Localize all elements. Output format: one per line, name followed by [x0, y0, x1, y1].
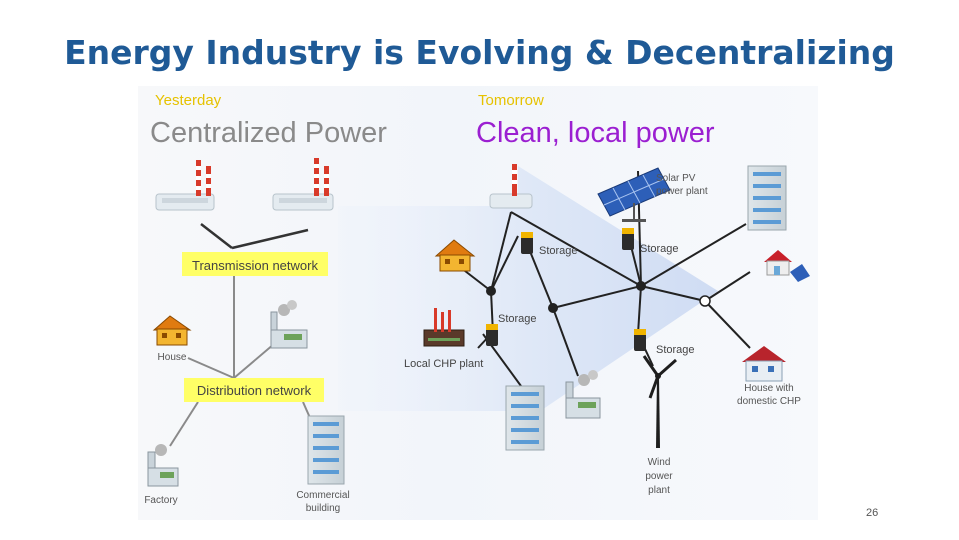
storage-label: Storage	[539, 245, 578, 257]
transmission-network-highlight	[182, 252, 328, 276]
centralized-heading: Centralized Power	[150, 117, 387, 149]
factory-icon	[147, 444, 179, 487]
commercial-building-icon	[307, 415, 345, 485]
battery-icon	[521, 232, 533, 254]
network-node	[548, 303, 558, 313]
house-chp-icon	[742, 346, 786, 382]
distribution-network-highlight	[184, 378, 324, 402]
battery-icon	[486, 324, 498, 346]
house-icon	[434, 239, 476, 272]
house-icon	[152, 315, 192, 346]
commercial-building-label: Commercial building	[296, 490, 350, 514]
power-plant-icon	[272, 158, 334, 211]
storage-label: Storage	[498, 313, 537, 325]
network-node	[486, 286, 496, 296]
yesterday-network-lines	[200, 223, 309, 250]
power-plant-icon	[155, 160, 215, 211]
local-chp-label: Local CHP plant	[404, 358, 483, 370]
house-label: House	[158, 352, 187, 363]
solar-pv-label: Solar PV power plant	[656, 173, 708, 197]
yesterday-label: Yesterday	[155, 92, 222, 109]
clean-power-heading: Clean, local power	[476, 117, 715, 149]
page-number: 26	[866, 507, 879, 519]
office-building-icon	[505, 385, 545, 451]
house-domestic-chp-label: House with domestic CHP	[737, 383, 801, 407]
factory-label: Factory	[144, 495, 177, 506]
network-node	[636, 281, 646, 291]
office-building-icon	[747, 165, 787, 231]
transmission-network-label: Transmission network	[192, 258, 318, 273]
energy-diagram: Yesterday Centralized Power T	[138, 86, 818, 520]
slide-title: Energy Industry is Evolving & Decentrali…	[64, 33, 895, 72]
distribution-network-label: Distribution network	[197, 383, 312, 398]
storage-label: Storage	[640, 243, 679, 255]
house-solar-icon	[764, 250, 810, 282]
factory-icon	[565, 370, 601, 419]
power-plant-icon	[489, 164, 533, 209]
tomorrow-label: Tomorrow	[478, 92, 544, 109]
storage-label: Storage	[656, 344, 695, 356]
transition-arrow	[338, 166, 718, 426]
wind-turbine-icon	[642, 355, 677, 448]
battery-icon	[622, 228, 634, 250]
solar-panel-icon	[597, 167, 671, 222]
chp-plant-icon	[423, 308, 465, 347]
network-node-open	[699, 295, 711, 307]
wind-power-label: Wind power plant	[645, 457, 673, 496]
battery-icon	[634, 329, 646, 351]
factory-icon	[270, 300, 308, 349]
